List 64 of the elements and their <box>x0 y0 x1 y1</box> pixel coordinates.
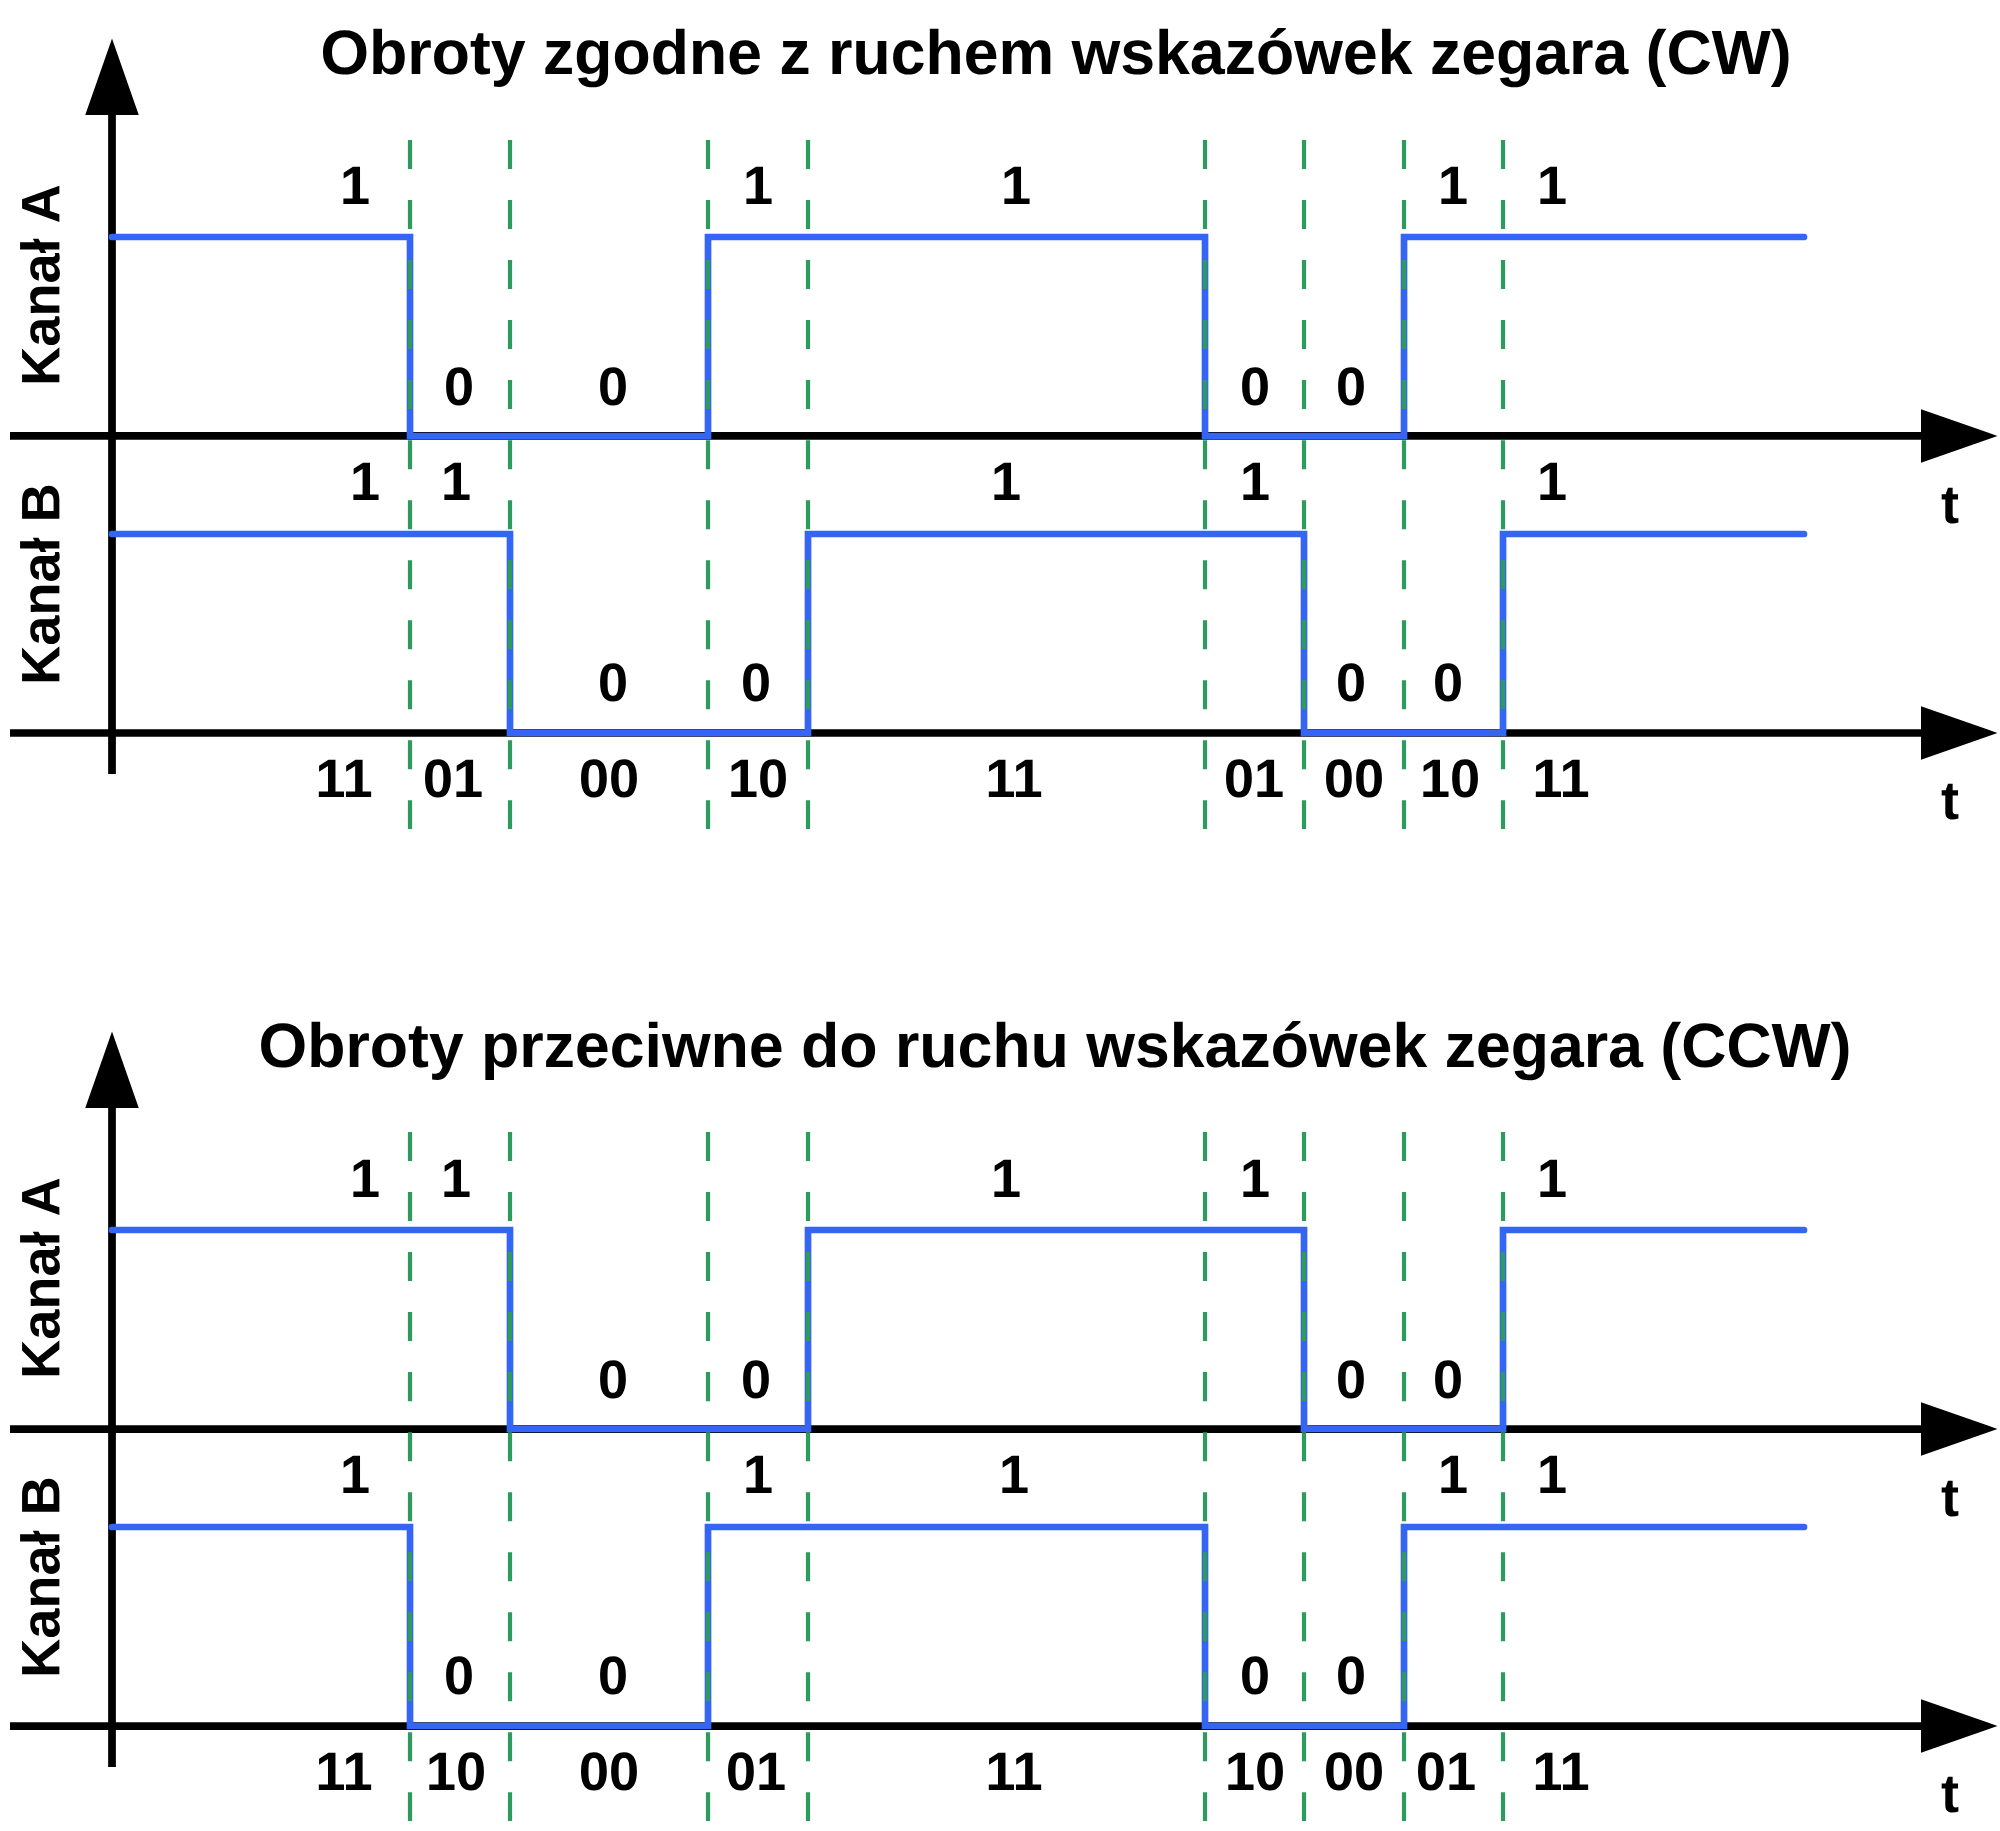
logic-level: 1 <box>1441 1455 1467 1493</box>
logic-level: 1 <box>1002 1455 1028 1493</box>
logic-level: 1 <box>1540 166 1566 204</box>
state-code: 10 <box>1228 1752 1283 1791</box>
state-code: 01 <box>728 1752 785 1791</box>
axis-label: t <box>1941 487 1959 524</box>
state-code: 01 <box>1226 759 1283 798</box>
logic-level: 1 <box>1243 1159 1269 1197</box>
logic-level: 1 <box>746 166 772 204</box>
logic-level: 1 <box>1004 166 1030 204</box>
logic-level: 1 <box>1243 462 1269 500</box>
logic-level: 1 <box>353 462 379 500</box>
state-code: 10 <box>1423 759 1478 798</box>
state-code: 11 <box>318 759 372 797</box>
state-code: 00 <box>581 1752 637 1791</box>
state-code: 11 <box>1535 1752 1589 1790</box>
logic-level: 0 <box>1338 1360 1364 1399</box>
logic-level: 0 <box>1435 1360 1461 1399</box>
channel-label: Kanał A <box>20 185 60 383</box>
state-code: 00 <box>1326 759 1382 798</box>
logic-level: 0 <box>1242 367 1268 406</box>
state-code: 11 <box>988 1752 1042 1790</box>
logic-level: 0 <box>1435 663 1461 702</box>
logic-level: 0 <box>1242 1656 1268 1695</box>
axis-label: t <box>1941 783 1959 820</box>
state-code: 11 <box>1535 759 1589 797</box>
state-code: 10 <box>731 759 786 798</box>
logic-level: 1 <box>994 1159 1020 1197</box>
logic-level: 1 <box>343 166 369 204</box>
logic-level: 1 <box>1540 462 1566 500</box>
logic-level: 0 <box>600 663 626 702</box>
axis-label: t <box>1941 1776 1959 1813</box>
logic-level: 0 <box>446 1656 472 1695</box>
logic-level: 1 <box>1540 1455 1566 1493</box>
logic-level: 1 <box>343 1455 369 1493</box>
logic-level: 0 <box>446 367 472 406</box>
logic-level: 0 <box>600 367 626 406</box>
logic-level: 0 <box>743 663 769 702</box>
logic-level: 0 <box>600 1360 626 1399</box>
channel-label: Kanał B <box>20 1478 60 1675</box>
state-code: 01 <box>1418 1752 1475 1791</box>
logic-level: 0 <box>1338 1656 1364 1695</box>
channel-label: Kanał A <box>20 1178 60 1376</box>
state-code: 10 <box>429 1752 484 1791</box>
logic-level: 0 <box>1338 367 1364 406</box>
logic-level: 1 <box>444 1159 470 1197</box>
state-code: 11 <box>988 759 1042 797</box>
logic-level: 1 <box>994 462 1020 500</box>
state-code: 11 <box>318 1752 372 1790</box>
logic-level: 1 <box>746 1455 772 1493</box>
channel-label: Kanał B <box>20 485 60 682</box>
logic-level: 0 <box>600 1656 626 1695</box>
heading: Obroty przeciwne do ruchu wskazówek zegara (CCW) <box>261 1021 1849 1081</box>
state-code: 01 <box>425 759 482 798</box>
logic-level: 0 <box>1338 663 1364 702</box>
logic-level: 0 <box>743 1360 769 1399</box>
state-code: 00 <box>1326 1752 1382 1791</box>
state-code: 00 <box>581 759 637 798</box>
heading: Obroty zgodne z ruchem wskazówek zegara (CW) <box>322 28 1789 88</box>
axis-label: t <box>1941 1480 1959 1517</box>
logic-level: 1 <box>444 462 470 500</box>
logic-level: 1 <box>1441 166 1467 204</box>
logic-level: 1 <box>1540 1159 1566 1197</box>
logic-level: 1 <box>353 1159 379 1197</box>
